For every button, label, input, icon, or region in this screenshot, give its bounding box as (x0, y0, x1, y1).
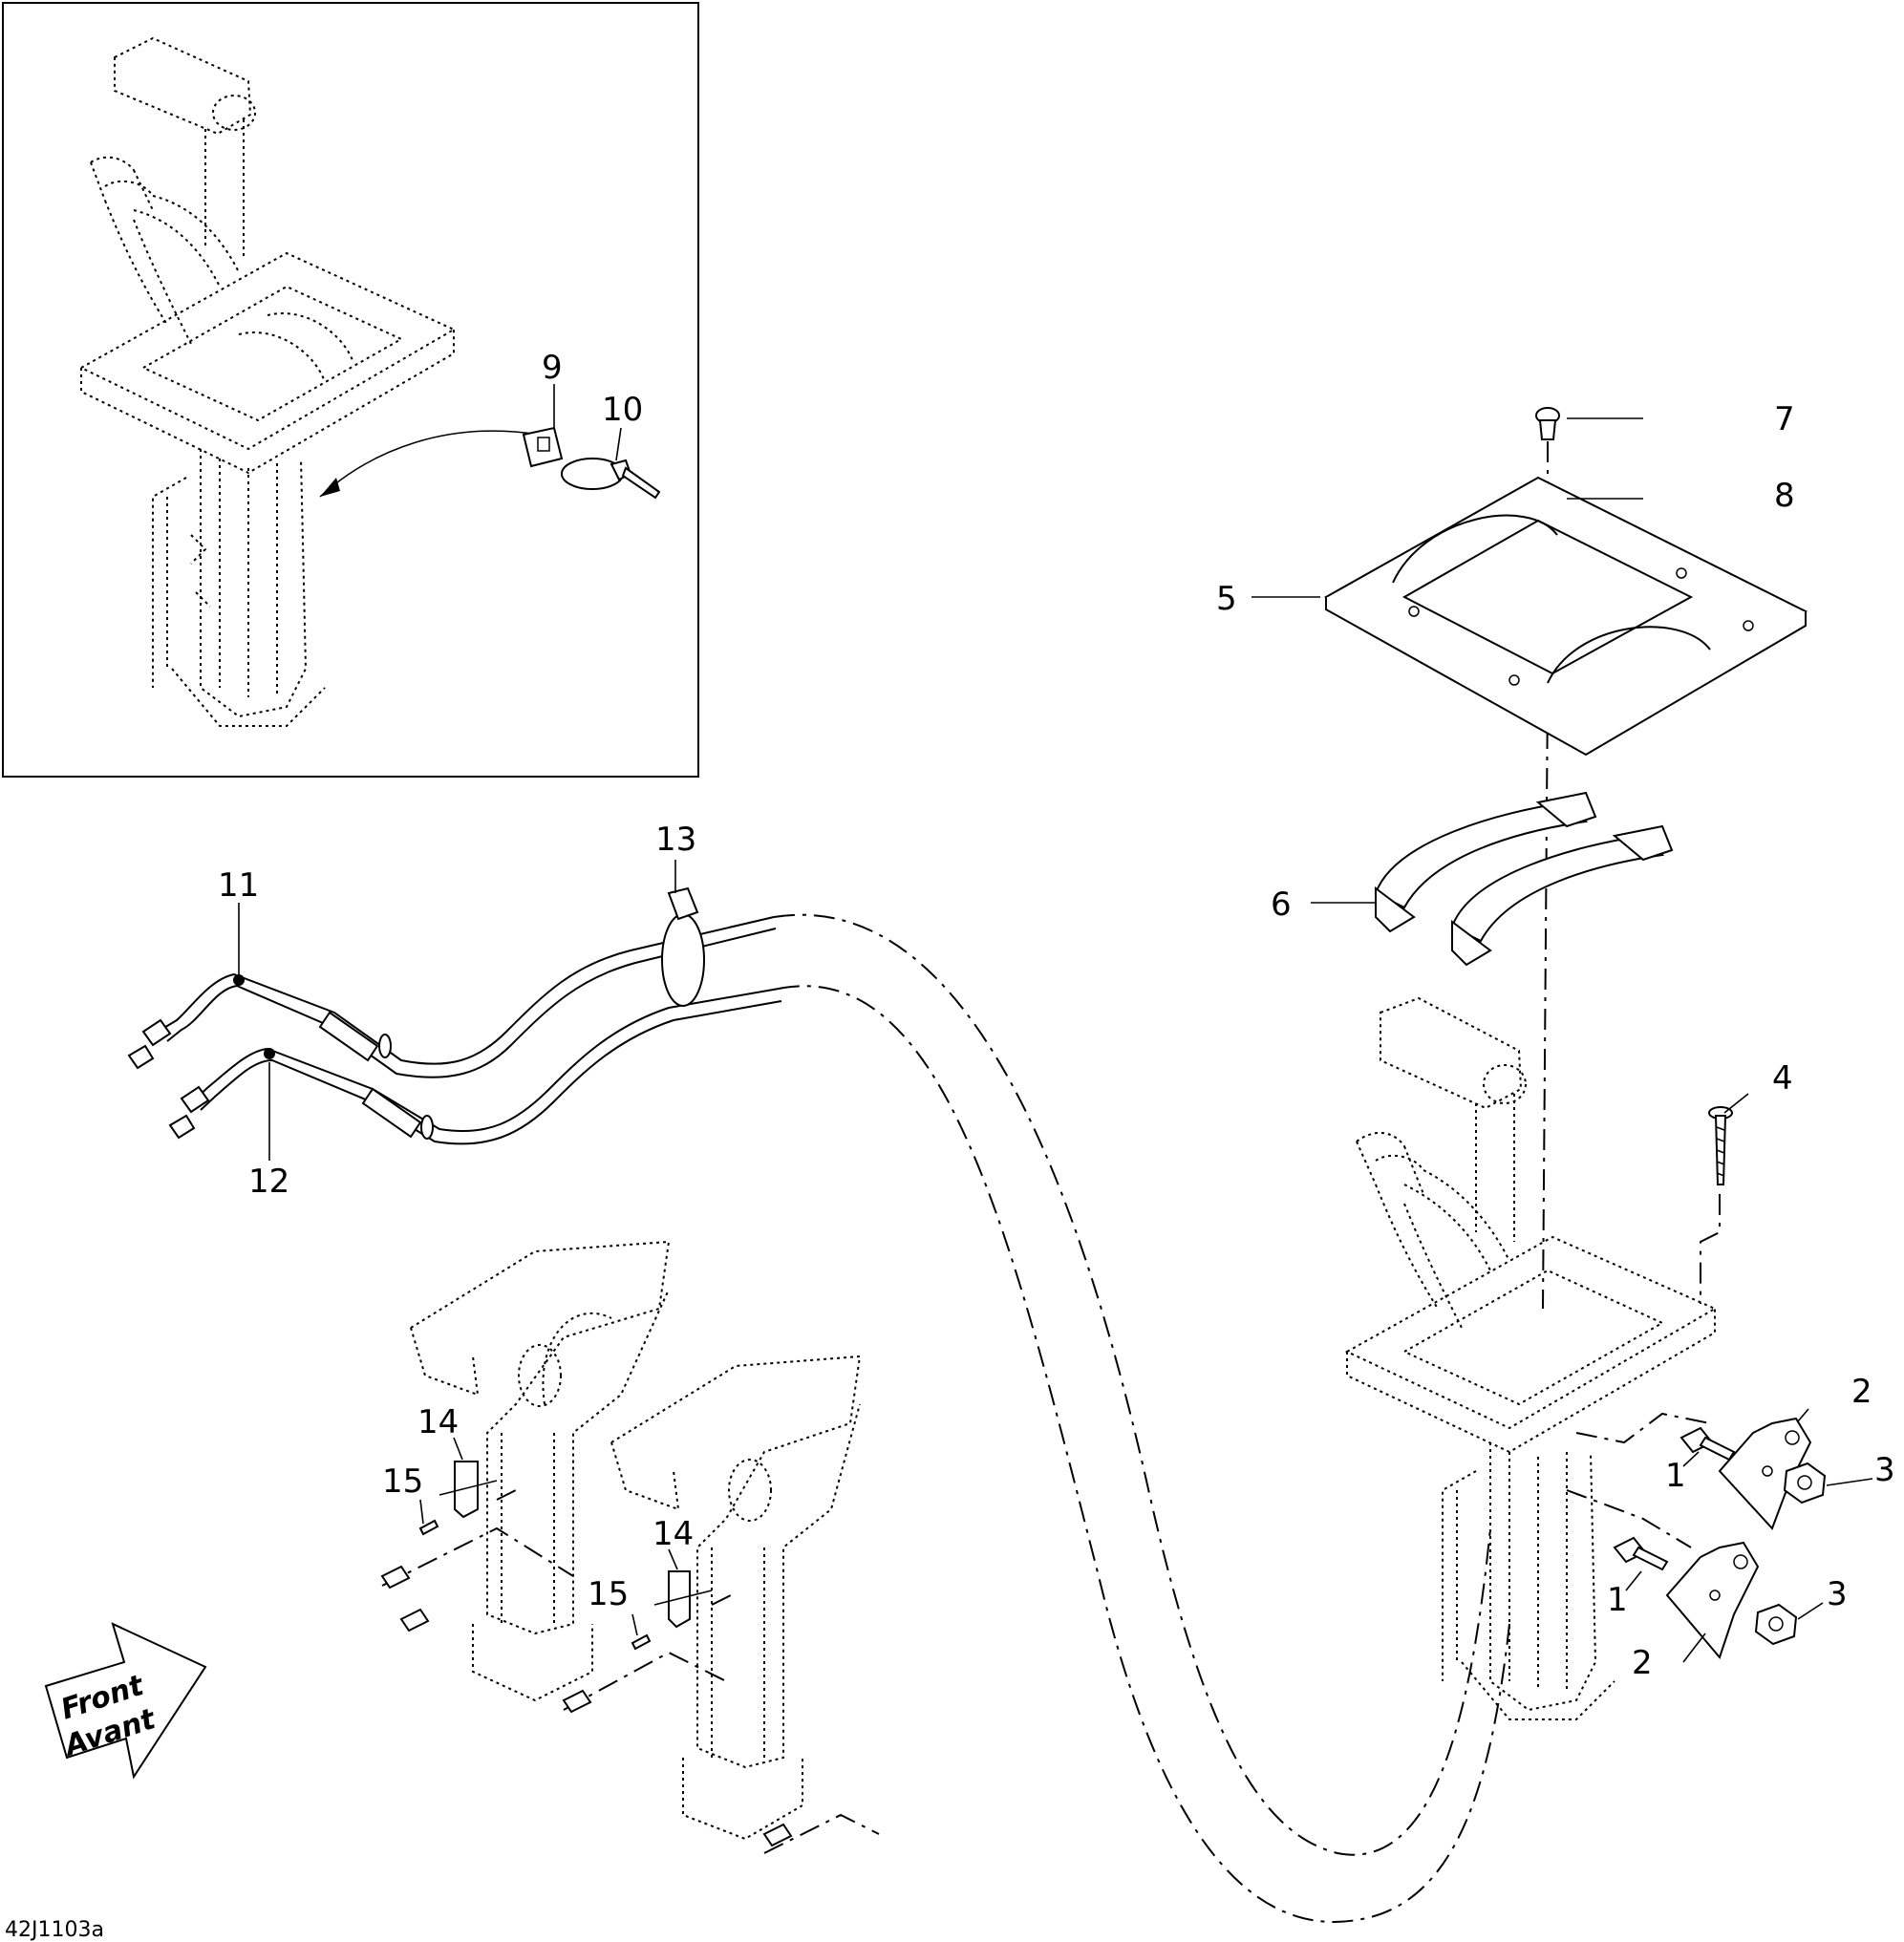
cable-routing-path-2 (778, 985, 1510, 1923)
part-15-pin-b (631, 1633, 652, 1651)
callout-2-lower: 2 (1632, 1644, 1653, 1682)
part-3-nut-b (1754, 1603, 1798, 1646)
callout-2-upper: 2 (1851, 1373, 1872, 1411)
part-10-cable-tie (561, 458, 661, 500)
part-7-screw (1535, 407, 1560, 440)
callout-1-upper: 1 (1665, 1457, 1686, 1495)
leader-lines (238, 384, 1873, 1663)
part-13-cable-tie (661, 886, 705, 1007)
callout-4: 4 (1772, 1059, 1793, 1098)
inset-routing-arrow (319, 430, 541, 498)
callout-12: 12 (248, 1163, 289, 1201)
callout-15-left: 15 (382, 1462, 423, 1501)
part-2-bracket-a (1718, 1417, 1812, 1530)
drawing-code: 42J1103a (5, 1918, 104, 1942)
part-14-clip-a (454, 1461, 479, 1519)
part-1-bolt-a (1679, 1426, 1736, 1462)
inset-frame (2, 2, 699, 778)
part-9-tie-mount (522, 426, 564, 468)
part-2-bracket-b (1665, 1541, 1760, 1660)
inset-throttle-control-assembly (78, 36, 457, 727)
shift-and-throttle-cables (127, 916, 782, 1145)
part-3-nut-a (1783, 1462, 1827, 1505)
inset-detail-view (2, 2, 699, 778)
left-mount-bracket-assembly-2 (563, 1355, 880, 1854)
part-1-bolt-b (1613, 1536, 1669, 1571)
callout-14-right: 14 (652, 1515, 694, 1553)
part-5-cover-plate (1323, 476, 1808, 757)
cable-routing-path-1 (773, 913, 1491, 1856)
part-4-screw (1708, 1106, 1733, 1185)
callout-5: 5 (1216, 580, 1237, 618)
callout-3-lower: 3 (1827, 1575, 1848, 1613)
callout-1-lower: 1 (1607, 1581, 1628, 1619)
part-15-pin-a (418, 1519, 439, 1536)
callout-7: 7 (1774, 400, 1795, 438)
callout-9: 9 (542, 349, 563, 387)
callout-6: 6 (1271, 886, 1292, 924)
callout-3-upper: 3 (1874, 1451, 1895, 1489)
callout-14-left: 14 (417, 1403, 459, 1441)
callout-8: 8 (1774, 477, 1795, 515)
callout-13: 13 (655, 821, 696, 859)
part-6-guide-straps (1374, 791, 1674, 967)
callout-11: 11 (218, 866, 259, 905)
front-direction-arrow: Front Avant (44, 1622, 207, 1780)
left-mount-bracket-assembly-1 (381, 1240, 671, 1702)
callout-15-right: 15 (588, 1575, 629, 1613)
callout-labels: 9 10 11 12 13 5 6 7 8 4 2 1 3 1 3 2 14 1… (218, 349, 1895, 1682)
callout-10: 10 (602, 391, 643, 429)
main-throttle-control-assembly (1344, 996, 1718, 1720)
